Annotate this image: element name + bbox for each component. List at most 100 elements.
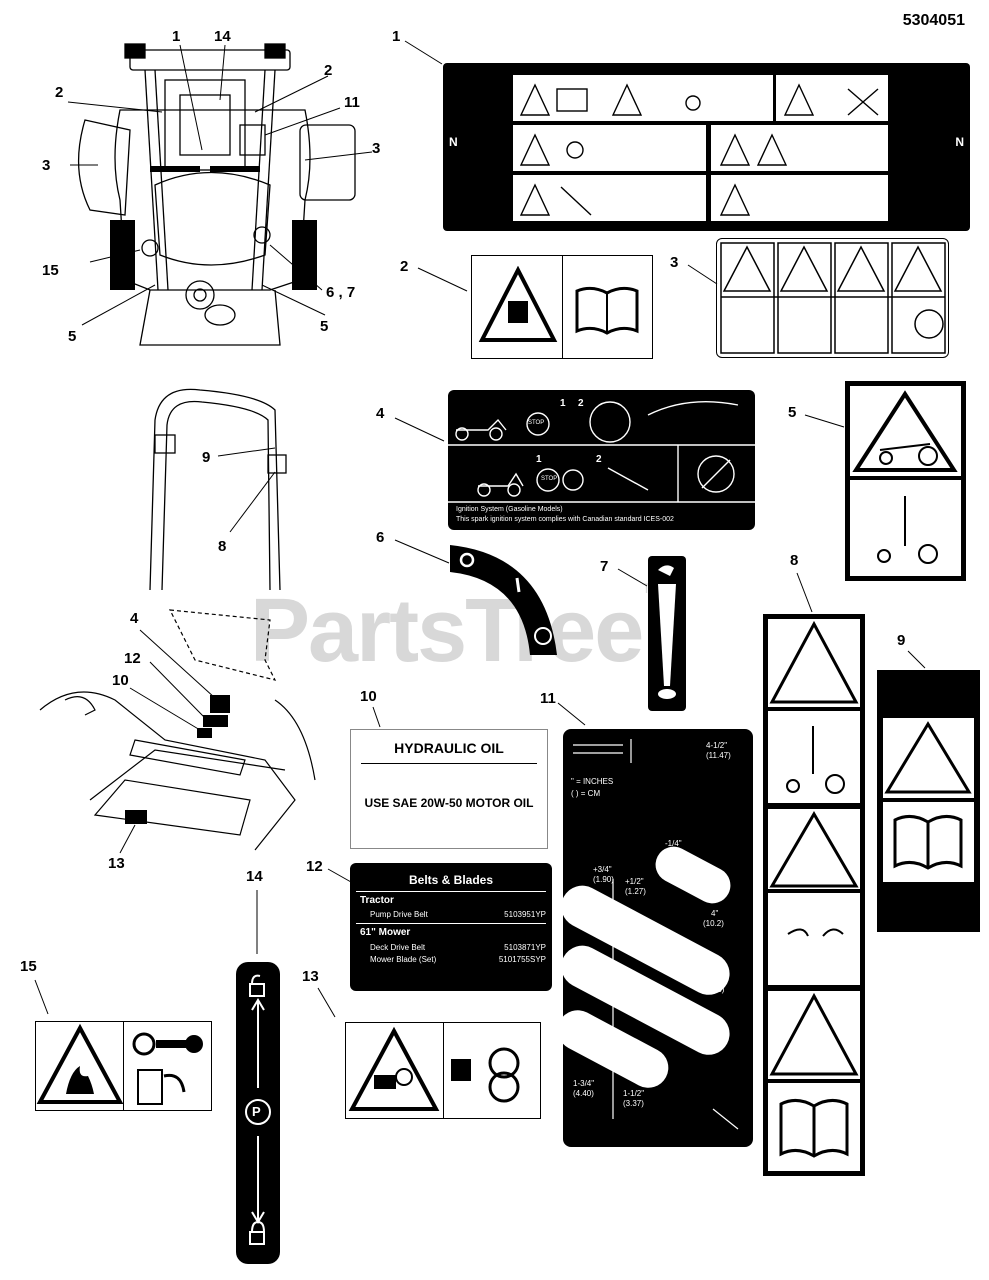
manual-book-icon	[575, 286, 639, 335]
leader-decal-8	[796, 572, 813, 613]
callout-decal-3: 3	[670, 254, 679, 271]
leader-decal-7	[617, 568, 648, 587]
decal-10-hydraulic-oil: HYDRAULIC OIL USE SAE 20W-50 MOTOR OIL	[350, 729, 548, 849]
decal-9-rollover-warning	[877, 670, 980, 932]
watermark: PartsTreeTM	[250, 580, 661, 683]
decal-1-pictograms	[519, 83, 879, 216]
callout-decal-15: 15	[20, 958, 37, 975]
decal-11-height-1-cm: (.64)	[665, 849, 682, 858]
decal-15-fire-hazard	[35, 1021, 212, 1111]
leader-decal-11	[557, 702, 586, 726]
decal-5-pictograms	[852, 390, 958, 564]
leader-decal-6	[394, 539, 450, 564]
decal-12-row-name: Mower Blade (Set)	[370, 955, 437, 964]
decal-1-side-mark-right: N	[955, 135, 964, 149]
decal-11-height-0-in: 4-1/2"	[706, 741, 728, 750]
callout-14-top-view: 14	[214, 28, 231, 45]
callout-decal-10: 10	[360, 688, 377, 705]
callout-13-floor: 13	[108, 855, 125, 872]
decal-11-height-3-cm: (1.27)	[625, 887, 646, 896]
decal-11-height-1-in: -1/4"	[665, 839, 682, 848]
watermark-text: PartsTree	[250, 581, 644, 681]
callout-3-left: 3	[42, 157, 51, 174]
decal-11-height-4-in: 4"	[711, 909, 719, 918]
callout-decal-9: 9	[897, 632, 906, 649]
decal-4-step-2a: 2	[578, 398, 584, 409]
decal-4-footer-line-2: This spark ignition system complies with…	[456, 516, 674, 523]
callout-10-floor: 10	[112, 672, 129, 689]
decal-14-pictograms	[245, 974, 271, 1245]
leader-decal-2	[417, 267, 468, 292]
decal-7-pictograms	[658, 565, 676, 699]
leader-decal-14	[256, 890, 258, 954]
decal-12-row-name: Pump Drive Belt	[370, 910, 428, 919]
decal-6-ignition-switch-arc	[450, 545, 557, 655]
decal-12-row-part: 5103871YP	[504, 943, 546, 952]
decal-4-stop-2: STOP	[541, 476, 558, 482]
decal-12-row-part: 5103951YP	[504, 910, 546, 919]
decal-12-section-tractor: Tractor	[360, 895, 394, 906]
callout-11-top-view: 11	[344, 94, 360, 111]
leader-decal-15	[34, 979, 49, 1015]
leader-decal-10	[372, 706, 381, 728]
decal-11-height-of-cut: " = INCHES ( ) = CM 4-1/2" (11.47) -1/4"…	[563, 729, 753, 1147]
callout-decal-14: 14	[246, 868, 263, 885]
decal-10-body: USE SAE 20W-50 MOTOR OIL	[364, 796, 534, 810]
decal-14-park-label: P	[252, 1104, 261, 1119]
decal-11-height-7-cm: (4.40)	[573, 1089, 594, 1098]
callout-6-7-top-view: 6 , 7	[326, 284, 356, 301]
leader-decal-13	[317, 987, 336, 1018]
ignition-icon	[132, 1032, 156, 1056]
diagram-part-number: 5304051	[902, 12, 965, 29]
decal-10-title: HYDRAULIC OIL	[394, 740, 504, 756]
decal-11-height-8-in: 1-1/2"	[623, 1089, 645, 1098]
decal-1-panel-f	[513, 175, 706, 221]
fuel-pump-icon	[137, 1069, 163, 1105]
leader-decal-9	[907, 650, 926, 669]
decal-13-belt-hazard	[345, 1022, 541, 1119]
callout-decal-12: 12	[306, 858, 323, 875]
decal-11-height-4-cm: (10.2)	[703, 919, 724, 928]
decal-12-row-mower-blade: Mower Blade (Set)5101755SYP	[370, 955, 546, 964]
decal-11-legend-cm: ( ) = CM	[571, 789, 601, 798]
callout-2-right: 2	[324, 62, 333, 79]
rops-bar-view	[149, 388, 287, 591]
decal-15-pictograms	[36, 1023, 203, 1105]
callout-9-rops: 9	[202, 449, 211, 466]
floor-pan-view	[39, 609, 316, 854]
rabbit-icon	[658, 565, 674, 576]
decal-11-height-6-in: 2"	[713, 1029, 721, 1038]
decal-8-pictograms	[769, 620, 859, 1158]
decal-14-park-brake: P	[236, 962, 280, 1264]
decal-4-pictograms	[448, 401, 755, 503]
decal-11-height-8-cm: (3.37)	[623, 1099, 644, 1108]
callout-decal-7: 7	[600, 558, 609, 575]
callout-2-left: 2	[55, 84, 64, 101]
tractor-top-view	[67, 43, 373, 346]
leader-decal-12	[327, 868, 352, 883]
decal-11-height-5-in: 3"	[713, 973, 721, 982]
fire-icon	[66, 1066, 94, 1094]
decal-1-safety-panel: N N	[443, 63, 970, 231]
decal-9-pictograms	[884, 721, 972, 870]
callout-decal-2: 2	[400, 258, 409, 275]
decal-11-legend-inches: " = INCHES	[571, 777, 614, 786]
callout-12-floor: 12	[124, 650, 141, 667]
callout-decal-8: 8	[790, 552, 799, 569]
decal-11-height-2-in: +3/4"	[593, 865, 612, 874]
decal-4-footer-line-1: Ignition System (Gasoline Models)	[456, 506, 563, 513]
decal-12-section-mower: 61" Mower	[360, 927, 411, 938]
callout-5-left: 5	[68, 328, 77, 345]
leader-decal-4	[394, 417, 445, 442]
decal-12-row-pump-drive-belt: Pump Drive Belt 5103951YP	[370, 910, 546, 919]
key-icon	[156, 1040, 190, 1048]
decal-13-pictograms	[348, 1026, 520, 1111]
decal-8-rollover-panel	[763, 614, 865, 1176]
decal-11-height-6-cm: (5.1)	[708, 1041, 725, 1050]
decal-7-throttle	[648, 556, 686, 711]
decal-11-pictograms	[563, 739, 739, 1130]
turtle-icon	[658, 689, 676, 699]
decal-4-parking-instructions: STOP STOP 1 2 1 2 Ignition System (Gasol…	[448, 390, 755, 530]
